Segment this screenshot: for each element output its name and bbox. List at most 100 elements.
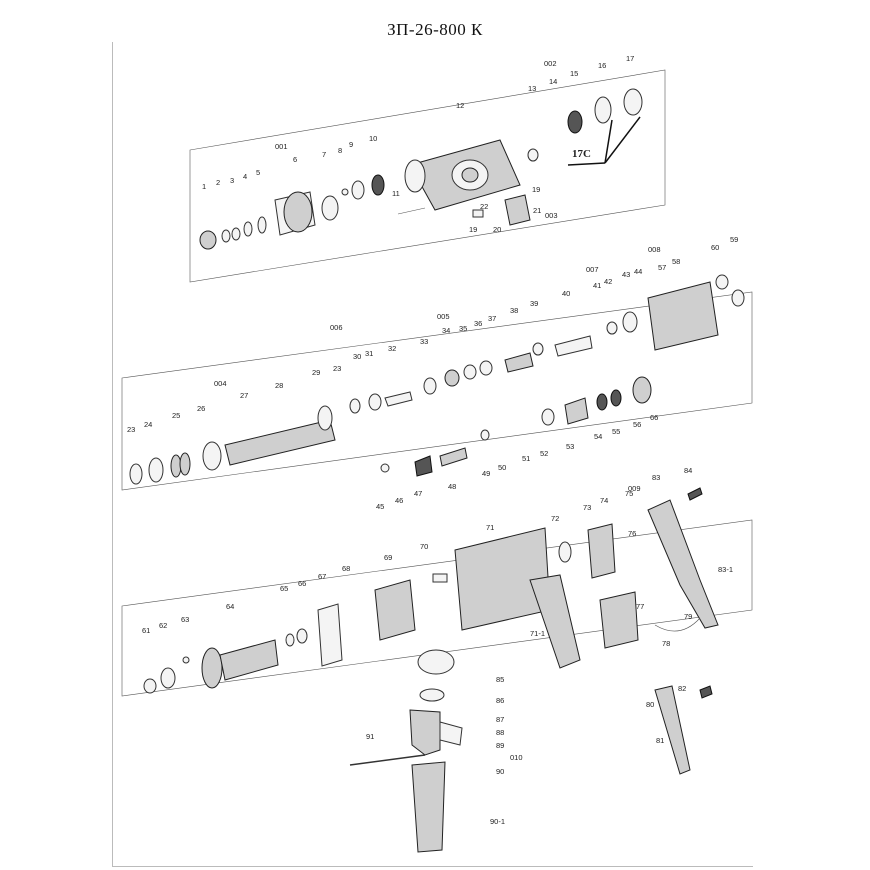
part-label-23b: 23 [333, 364, 342, 373]
part-label-32: 32 [388, 344, 397, 353]
part-label-7: 7 [322, 150, 327, 159]
part-label-77: 77 [636, 602, 645, 611]
part-label-82: 82 [678, 684, 687, 693]
motor-assembly [143, 487, 719, 775]
part-label-4: 4 [243, 172, 248, 181]
part-label-63: 63 [181, 615, 190, 624]
part-label-009: 009 [628, 484, 641, 493]
part-label-81: 81 [656, 736, 665, 745]
part-label-89: 89 [496, 741, 505, 750]
17c-callout [567, 116, 641, 166]
part-label-59: 59 [730, 235, 739, 244]
part-label-91: 91 [366, 732, 375, 741]
part-label-43: 43 [622, 270, 631, 279]
part-label-87: 87 [496, 715, 505, 724]
part-label-14: 14 [549, 77, 558, 86]
side-handle-assembly [349, 649, 463, 853]
gear-housing [404, 88, 643, 226]
part-label-13: 13 [528, 84, 537, 93]
part-label-73: 73 [583, 503, 592, 512]
part-label-69: 69 [384, 553, 393, 562]
part-label-17: 17 [626, 54, 635, 63]
spindle-assembly [129, 274, 745, 485]
part-label-010: 010 [510, 753, 523, 762]
part-label-78: 78 [662, 639, 671, 648]
part-label-45: 45 [376, 502, 385, 511]
part-label-80: 80 [646, 700, 655, 709]
part-label-10: 10 [369, 134, 378, 143]
part-label-57: 57 [658, 263, 667, 272]
part-label-008: 008 [648, 245, 661, 254]
part-label-56: 56 [633, 420, 642, 429]
part-label-5: 5 [256, 168, 261, 177]
part-label-30: 30 [353, 352, 362, 361]
part-label-49: 49 [482, 469, 491, 478]
part-label-66a: 66 [298, 579, 307, 588]
part-label-28: 28 [275, 381, 284, 390]
part-label-88: 88 [496, 728, 505, 737]
part-label-65: 65 [280, 584, 289, 593]
part-label-35: 35 [459, 324, 468, 333]
part-label-71-1: 71-1 [530, 629, 546, 638]
part-label-39: 39 [530, 299, 539, 308]
part-label-007: 007 [586, 265, 599, 274]
part-label-66b: 66 [650, 413, 659, 422]
part-label-3: 3 [230, 176, 235, 185]
part-label-25: 25 [172, 411, 181, 420]
part-label-54: 54 [594, 432, 603, 441]
part-label-6: 6 [293, 155, 298, 164]
part-label-31: 31 [365, 349, 374, 358]
part-label-58: 58 [672, 257, 681, 266]
part-label-85: 85 [496, 675, 505, 684]
part-label-19a: 19 [532, 185, 541, 194]
part-label-79: 79 [684, 612, 693, 621]
group-frame-middle [121, 291, 753, 491]
part-label-61: 61 [142, 626, 151, 635]
part-label-72: 72 [551, 514, 560, 523]
part-label-24: 24 [144, 420, 153, 429]
part-label-76: 76 [628, 529, 637, 538]
part-label-27: 27 [240, 391, 249, 400]
part-label-71: 71 [486, 523, 495, 532]
part-label-33: 33 [420, 337, 429, 346]
part-label-40: 40 [562, 289, 571, 298]
chuck-assembly [199, 174, 426, 250]
part-label-17C: 17C [572, 148, 591, 160]
part-label-53: 53 [566, 442, 575, 451]
part-label-83-1: 83-1 [718, 565, 734, 574]
part-label-44: 44 [634, 267, 643, 276]
part-label-1: 1 [202, 182, 207, 191]
part-label-23a: 23 [127, 425, 136, 434]
part-label-29: 29 [312, 368, 321, 377]
part-label-001: 001 [275, 142, 288, 151]
part-label-62: 62 [159, 621, 168, 630]
part-label-46: 46 [395, 496, 404, 505]
part-label-20: 20 [493, 225, 502, 234]
part-label-60: 60 [711, 243, 720, 252]
diagram-title: ЗП-26-800 К [387, 20, 483, 39]
part-label-51: 51 [522, 454, 531, 463]
part-label-12: 12 [456, 101, 465, 110]
part-label-19b: 19 [469, 225, 478, 234]
part-label-003: 003 [545, 211, 558, 220]
part-label-37: 37 [488, 314, 497, 323]
part-label-83: 83 [652, 473, 661, 482]
part-label-90-1: 90-1 [490, 817, 506, 826]
part-label-41: 41 [593, 281, 602, 290]
part-label-68: 68 [342, 564, 351, 573]
part-label-11: 11 [392, 189, 400, 198]
part-label-86: 86 [496, 696, 505, 705]
part-label-21: 21 [533, 206, 542, 215]
part-label-22: 22 [480, 202, 489, 211]
part-label-50: 50 [498, 463, 507, 472]
part-label-006: 006 [330, 323, 343, 332]
part-label-47: 47 [414, 489, 423, 498]
part-label-75: 75 [625, 489, 634, 498]
part-label-42: 42 [604, 277, 613, 286]
part-label-34: 34 [442, 326, 451, 335]
part-label-36: 36 [474, 319, 483, 328]
part-label-52: 52 [540, 449, 549, 458]
part-label-2: 2 [216, 178, 221, 187]
